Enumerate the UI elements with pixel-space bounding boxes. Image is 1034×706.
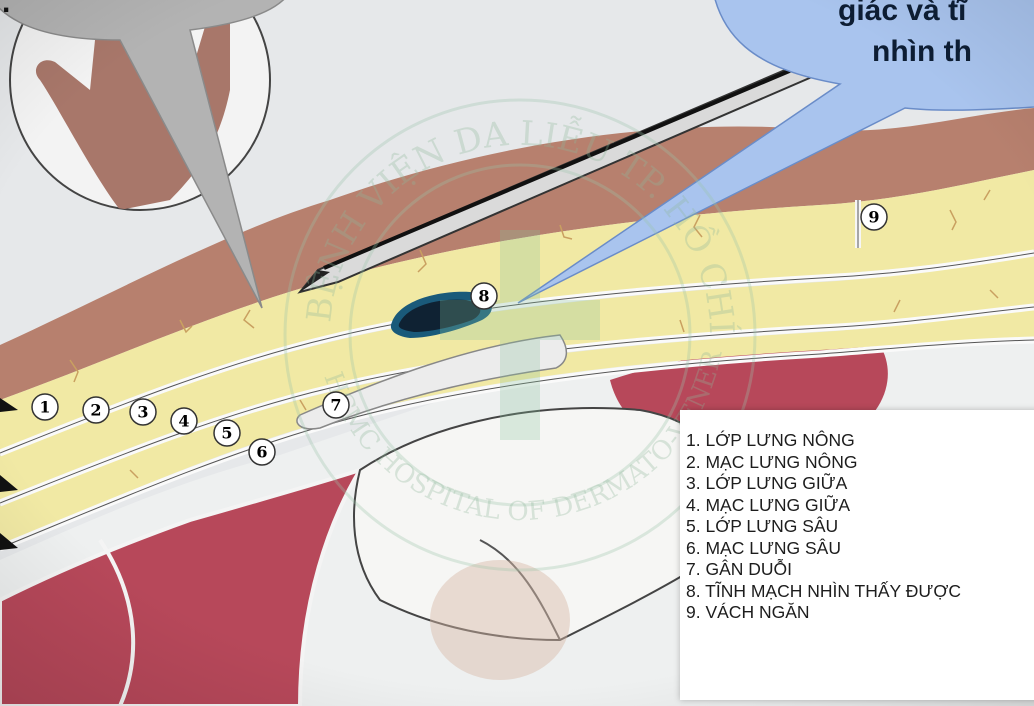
marker-5: 5 — [214, 420, 240, 446]
legend-item: 3. LỚP LƯNG GIỮA — [686, 473, 1034, 495]
marker-1: 1 — [32, 394, 58, 420]
legend-item: 8. TĨNH MẠCH NHÌN THẤY ĐƯỢC — [686, 581, 1034, 603]
callout-line-2: nhìn th — [872, 35, 972, 69]
marker-label: 3 — [137, 403, 148, 422]
top-left-fragment: . — [2, 0, 10, 20]
marker-4: 4 — [171, 408, 197, 434]
marker-label: 5 — [221, 424, 232, 443]
legend-item: 4. MẠC LƯNG GIỮA — [686, 495, 1034, 517]
marker-3: 3 — [130, 399, 156, 425]
marker-6: 6 — [249, 439, 275, 465]
marker-8: 8 — [471, 283, 497, 309]
legend-item: 1. LỚP LƯNG NÔNG — [686, 430, 1034, 452]
marker-label: 4 — [178, 412, 189, 431]
legend-item: 5. LỚP LƯNG SÂU — [686, 516, 1034, 538]
marker-label: 2 — [90, 401, 101, 420]
callout-line-1: giác và tĩ — [838, 0, 966, 28]
legend-item: 7. GÂN DUỖI — [686, 559, 1034, 581]
marker-9: 9 — [861, 204, 887, 230]
marker-7: 7 — [323, 392, 349, 418]
legend-box: 1. LỚP LƯNG NÔNG 2. MẠC LƯNG NÔNG 3. LỚP… — [680, 410, 1034, 700]
marker-2: 2 — [83, 397, 109, 423]
legend-item: 2. MẠC LƯNG NÔNG — [686, 452, 1034, 474]
legend-item: 6. MẠC LƯNG SÂU — [686, 538, 1034, 560]
marker-label: 7 — [330, 396, 341, 415]
legend-item: 9. VÁCH NGĂN — [686, 602, 1034, 624]
marker-label: 9 — [868, 208, 879, 227]
marker-label: 8 — [478, 287, 489, 306]
marker-label: 6 — [256, 443, 267, 462]
marker-label: 1 — [39, 398, 50, 417]
marrow-shade — [430, 560, 570, 680]
